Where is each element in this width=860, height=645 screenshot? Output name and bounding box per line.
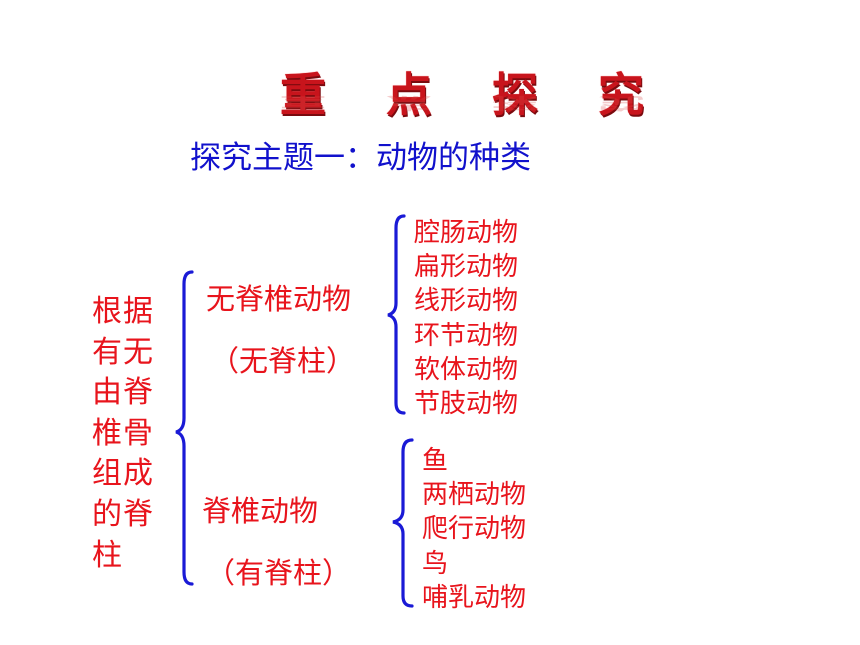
category-vertebrate-note: （有脊柱） <box>206 556 352 590</box>
root-label-line: 有无 <box>92 334 154 370</box>
category-invertebrate-note: （无脊柱） <box>210 344 356 378</box>
root-label-line: 的脊 <box>92 496 154 532</box>
list-item: 爬行动物 <box>422 514 527 545</box>
invertebrate-brace <box>387 214 406 415</box>
vertebrate-list: 鱼 两栖动物 爬行动物 鸟 哺乳动物 <box>422 444 526 615</box>
root-label-line: 根据 <box>92 294 154 329</box>
list-item: 两栖动物 <box>422 480 527 511</box>
list-item: 哺乳动物 <box>422 582 527 613</box>
vertebrate-brace <box>392 438 414 608</box>
list-item: 腔肠动物 <box>414 218 519 248</box>
category-invertebrate-name: 无脊椎动物 <box>206 282 352 316</box>
category-vertebrate-name: 脊椎动物 <box>202 494 319 528</box>
list-item: 线形动物 <box>414 286 519 317</box>
subtitle: 探究主题一：动物的种类 <box>190 140 531 176</box>
root-label-line: 柱 <box>92 537 123 573</box>
list-item: 鱼 <box>422 446 449 476</box>
list-item: 节肢动物 <box>414 389 519 420</box>
root-label-line: 由脊 <box>92 375 154 411</box>
list-item: 软体动物 <box>414 354 519 385</box>
root-label-line: 椎骨 <box>92 415 154 451</box>
list-item: 扁形动物 <box>414 252 519 283</box>
main-brace <box>175 270 194 586</box>
list-item: 鸟 <box>422 548 449 579</box>
invertebrate-list: 腔肠动物 扁形动物 线形动物 环节动物 软体动物 节肢动物 <box>414 216 518 421</box>
page-title: 重 点 探 究 <box>280 68 667 122</box>
root-label: 根据 有无 由脊 椎骨 组成 的脊 柱 <box>92 292 162 576</box>
list-item: 环节动物 <box>414 320 519 351</box>
root-label-line: 组成 <box>92 456 154 492</box>
